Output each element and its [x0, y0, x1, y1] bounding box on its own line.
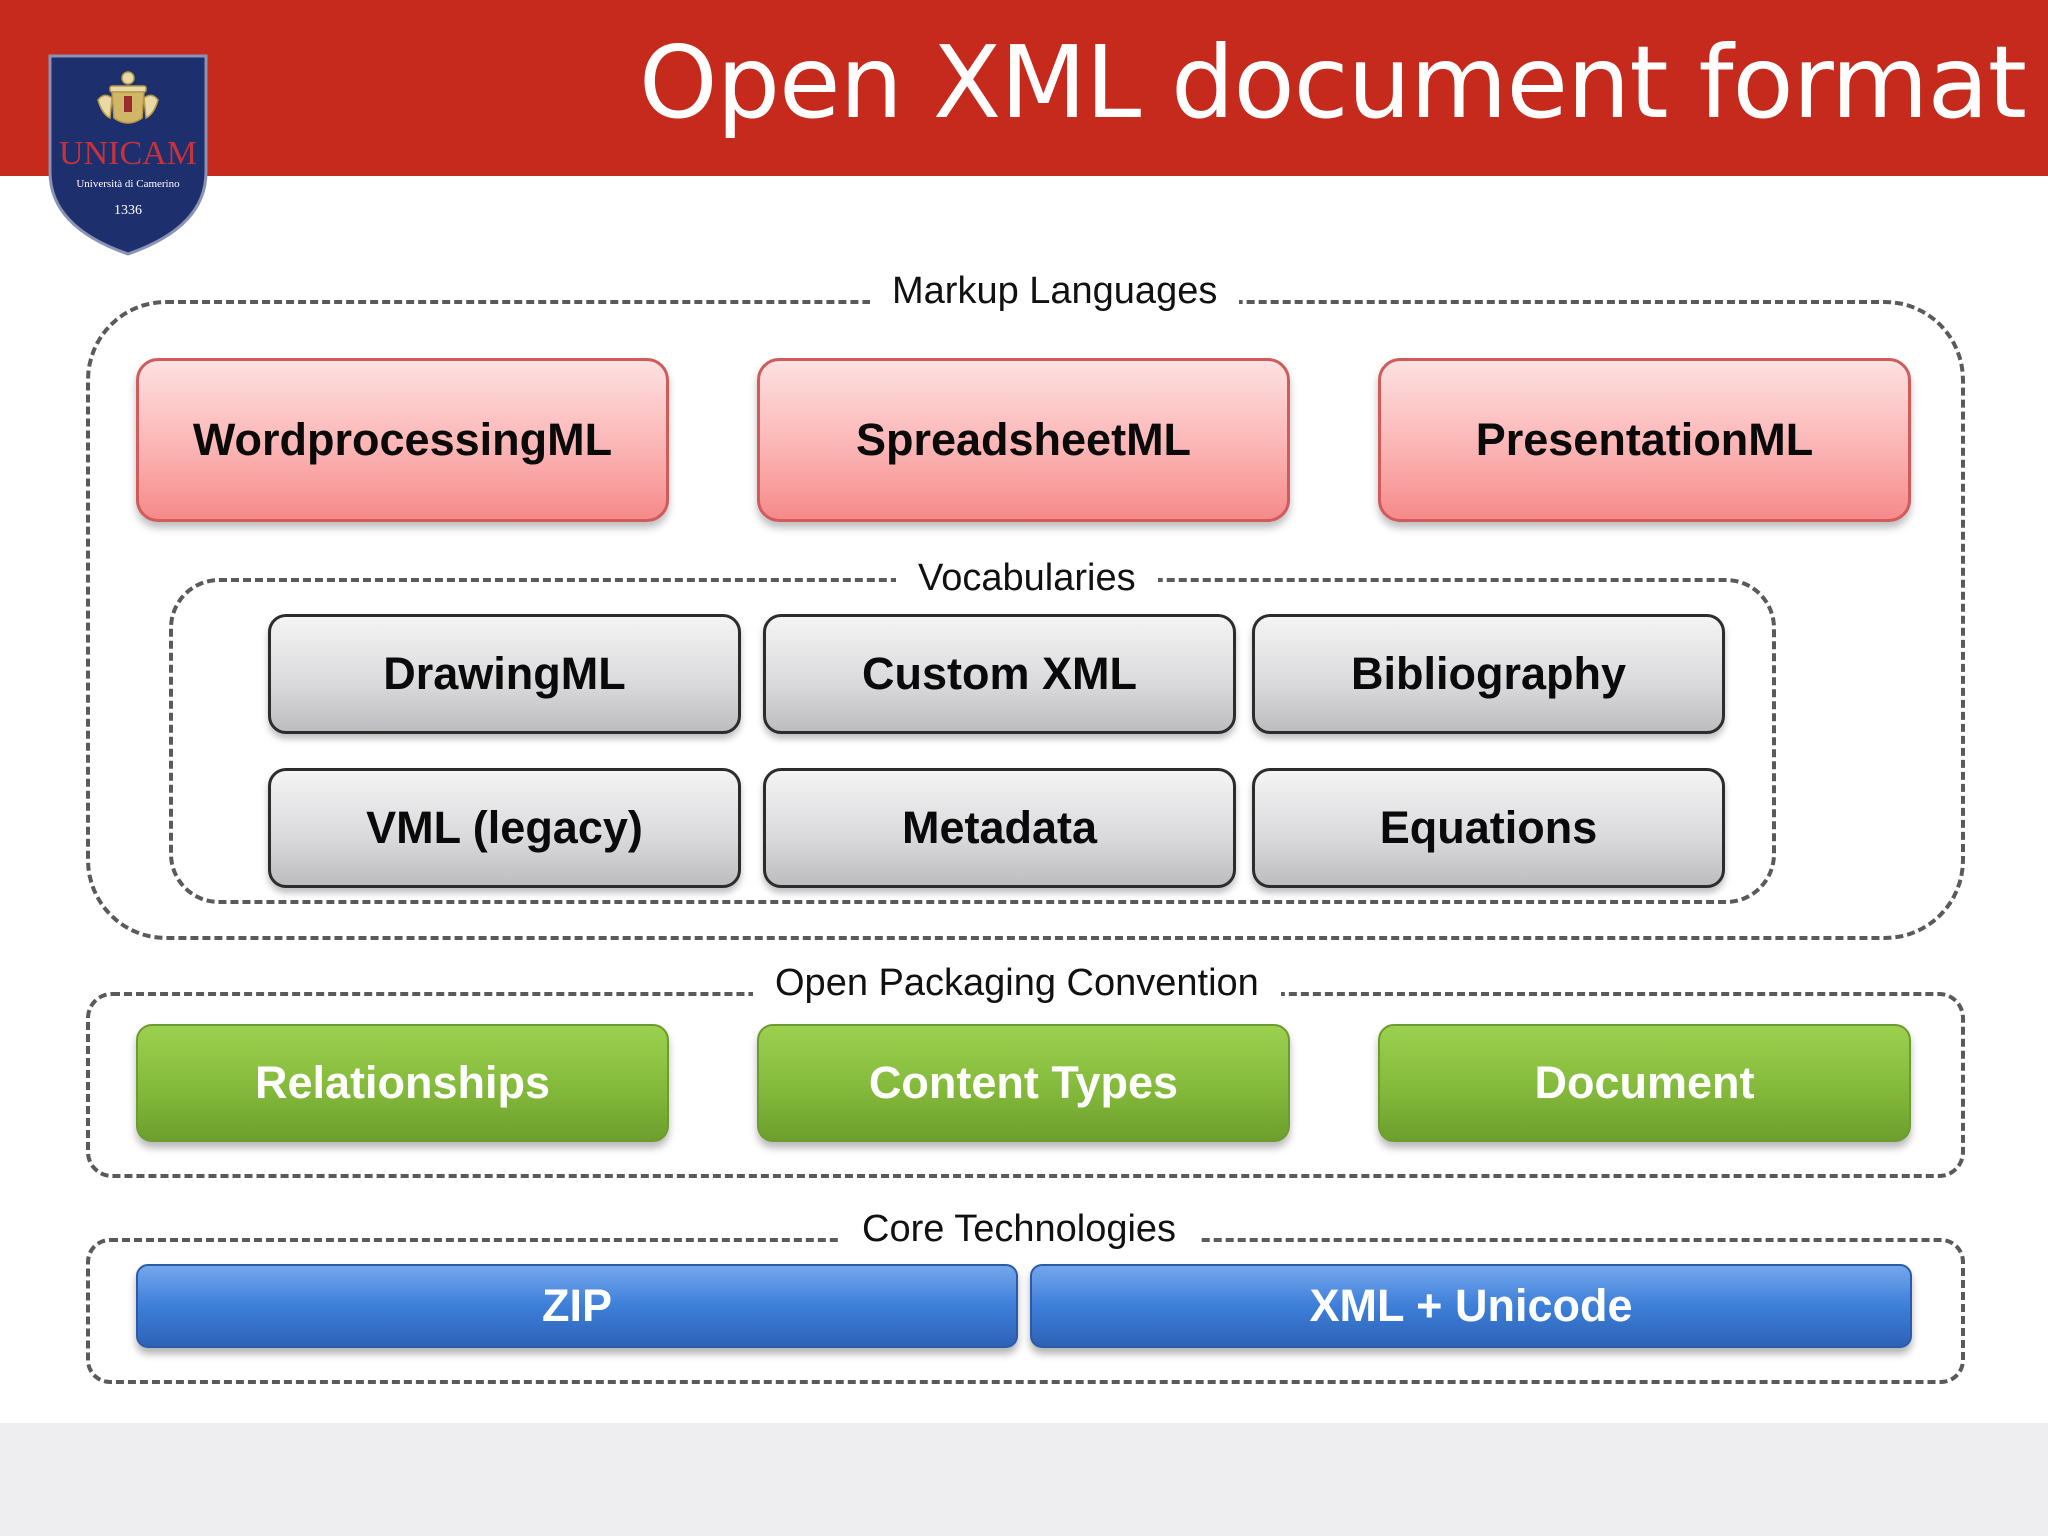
open-packaging-label: Open Packaging Convention	[753, 961, 1281, 1005]
core-technologies-label: Core Technologies	[840, 1207, 1199, 1251]
wordprocessingml-box: WordprocessingML	[136, 358, 669, 522]
university-crest-icon: UNICAM Università di Camerino 1336	[48, 54, 208, 256]
markup-languages-label: Markup Languages	[870, 269, 1240, 313]
spreadsheetml-box: SpreadsheetML	[757, 358, 1290, 522]
logo-subtitle: Università di Camerino	[76, 178, 180, 190]
document-box: Document	[1378, 1024, 1911, 1142]
xml-unicode-box: XML + Unicode	[1030, 1264, 1912, 1348]
drawingml-box: DrawingML	[268, 614, 741, 734]
content-types-box: Content Types	[757, 1024, 1290, 1142]
university-logo: UNICAM Università di Camerino 1336	[46, 52, 210, 258]
bottom-band	[0, 1423, 2048, 1536]
custom-xml-box: Custom XML	[763, 614, 1236, 734]
header-bar	[0, 0, 2048, 176]
equations-box: Equations	[1252, 768, 1725, 888]
relationships-box: Relationships	[136, 1024, 669, 1142]
vml-legacy-box: VML (legacy)	[268, 768, 741, 888]
vocabularies-label: Vocabularies	[896, 556, 1158, 600]
metadata-box: Metadata	[763, 768, 1236, 888]
slide-title: Open XML document format	[638, 24, 2027, 141]
logo-name: UNICAM	[59, 135, 197, 172]
zip-box: ZIP	[136, 1264, 1018, 1348]
presentationml-box: PresentationML	[1378, 358, 1911, 522]
bibliography-box: Bibliography	[1252, 614, 1725, 734]
logo-year: 1336	[114, 203, 142, 218]
